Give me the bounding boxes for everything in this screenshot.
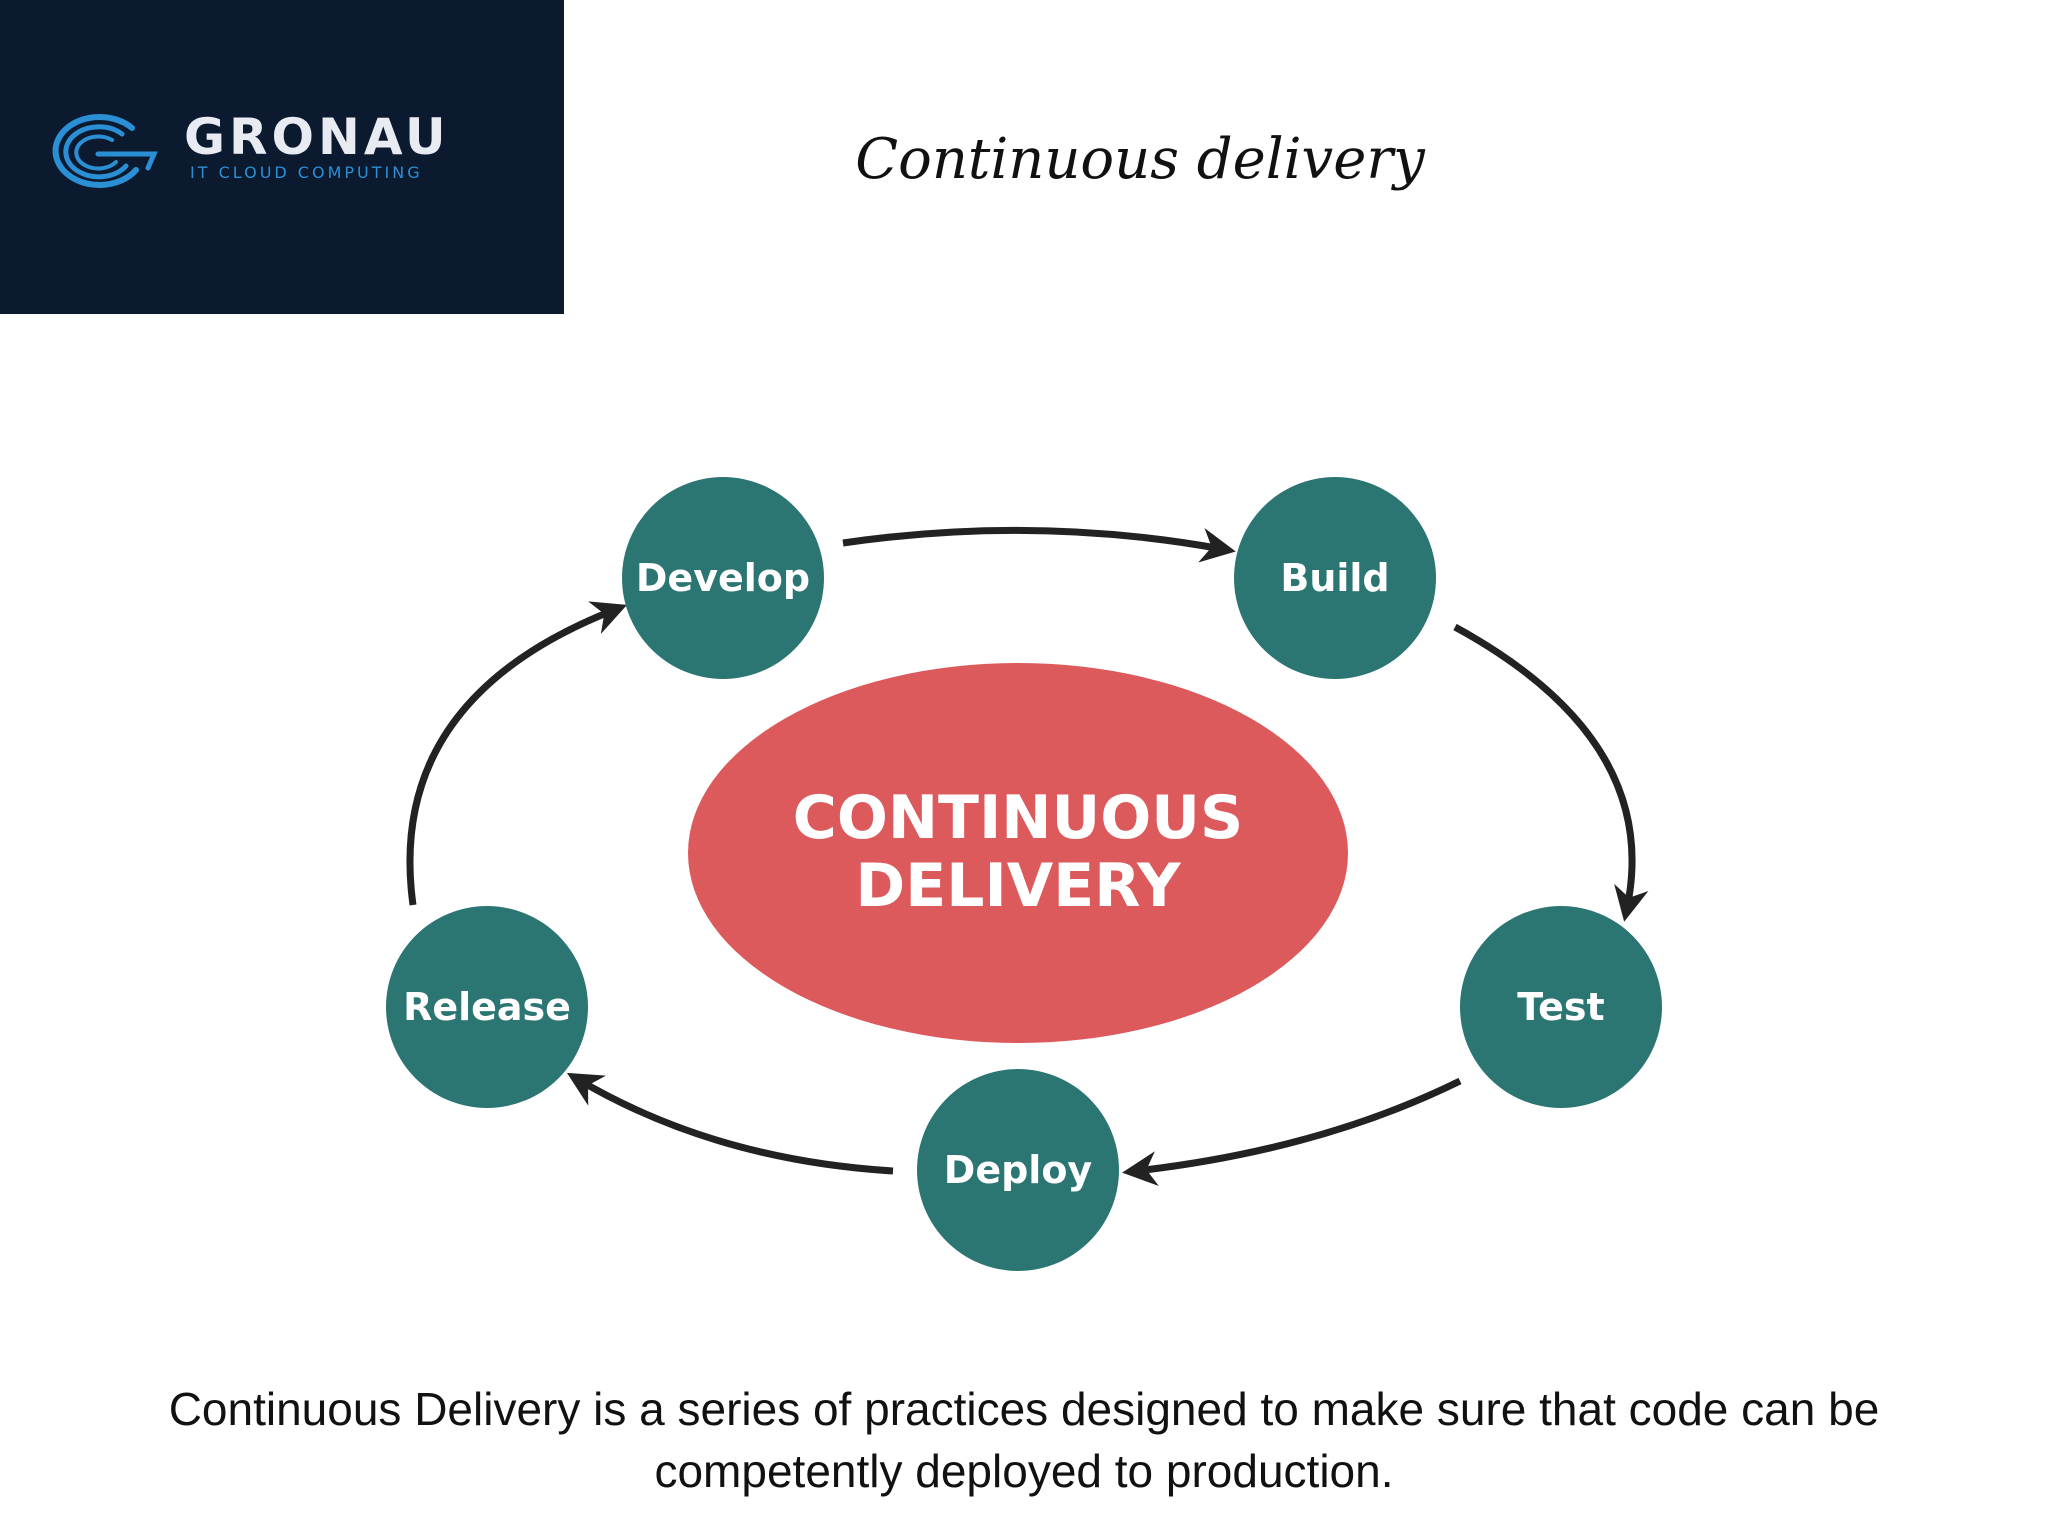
node-build-label: Build [1280,556,1389,600]
center-node: CONTINUOUS DELIVERY [688,663,1348,1043]
node-test-label: Test [1517,985,1604,1029]
node-build: Build [1234,477,1436,679]
caption: Continuous Delivery is a series of pract… [40,1378,2008,1502]
center-label-line1: CONTINUOUS [793,783,1243,853]
node-release-label: Release [403,985,571,1029]
logo-tagline: IT CLOUD COMPUTING [190,163,423,182]
caption-line-1: Continuous Delivery is a series of pract… [168,1383,1880,1435]
arrow-develop-to-build [842,526,1236,563]
logo-name: GRONAU [184,108,450,166]
arrow-deploy-to-release [566,1072,894,1175]
arrow-test-to-deploy [1122,1077,1462,1187]
node-release: Release [386,906,588,1108]
arrow-release-to-develop [406,601,628,906]
logo-panel: GRONAU IT CLOUD COMPUTING [0,0,564,314]
node-test: Test [1460,906,1662,1108]
node-develop: Develop [622,477,824,679]
center-label-line2: DELIVERY [855,851,1182,921]
node-deploy: Deploy [917,1069,1119,1271]
node-deploy-label: Deploy [944,1148,1093,1192]
gronau-logo-icon [52,113,158,188]
node-develop-label: Develop [636,556,810,600]
arrow-build-to-test [1453,623,1649,922]
caption-line-2: competently deployed to production. [654,1445,1394,1497]
slide-title: Continuous delivery [855,127,1425,192]
